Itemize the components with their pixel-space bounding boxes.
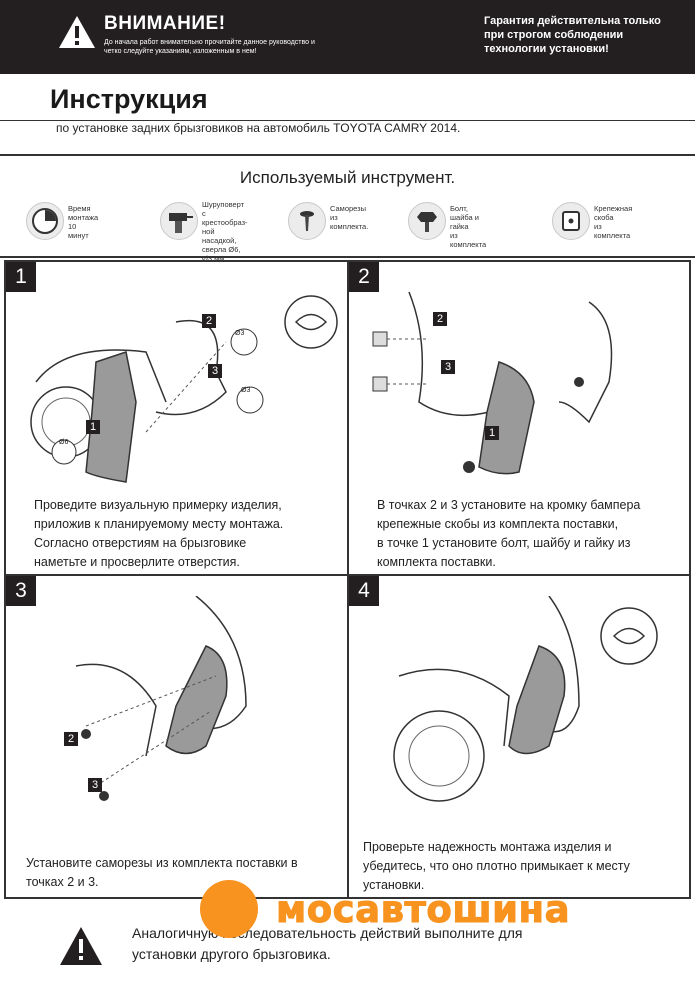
title-divider: [0, 120, 695, 121]
step-panel-4: 4 Проверьте надежность монтажа изделия и…: [347, 574, 691, 899]
bolt-icon: [408, 202, 446, 240]
step-text: В точках 2 и 3 установите на кромку бамп…: [377, 498, 641, 569]
callout-2: 2: [433, 312, 447, 326]
step-number: 4: [349, 576, 379, 606]
callout-3: 3: [441, 360, 455, 374]
guarantee-text: Гарантия действительна только при строго…: [484, 15, 661, 55]
step-text: Установите саморезы из комплекта поставк…: [26, 856, 298, 889]
step-number: 1: [6, 262, 36, 292]
brand-logo: мосавтошина: [275, 888, 571, 932]
section-divider: [0, 256, 695, 258]
bracket-icon: [552, 202, 590, 240]
step-panel-2: 2 2 3 1 В точках 2 и 3 установите на кро…: [347, 260, 691, 576]
tool-label: Саморезы из комплекта.: [330, 204, 369, 231]
diameter-label: Ø3: [241, 387, 251, 394]
footer-note: Аналогичную последовательность действий …: [132, 925, 523, 962]
tool-label: Крепежная скоба из комплекта: [594, 204, 633, 240]
step-3-illustration: [75, 596, 247, 801]
page-subtitle: по установке задних брызговиков на автом…: [56, 121, 461, 135]
step-2-illustration: [372, 291, 613, 475]
step-number: 2: [349, 262, 379, 292]
diameter-label: Ø3: [235, 330, 245, 337]
warning-text: До начала работ внимательно прочитайте д…: [104, 39, 315, 55]
warning-icon: [60, 927, 102, 965]
tool-label: Время монтажа 10 минут: [68, 204, 99, 240]
step-4-illustration: [393, 596, 658, 802]
tools-heading: Используемый инструмент.: [239, 168, 456, 187]
callout-1: 1: [86, 420, 100, 434]
page-title: Инструкция: [50, 84, 208, 114]
drill-icon: [160, 202, 198, 240]
logo-icon: [200, 880, 258, 938]
step-text: Проверьте надежность монтажа изделия и у…: [363, 840, 630, 892]
diameter-label: Ø6: [59, 439, 69, 446]
step-panel-1: 1 2 3 1 Ø3 Ø3 Ø6 Проведите визуальную пр…: [4, 260, 349, 576]
callout-2: 2: [64, 732, 78, 746]
callout-3: 3: [208, 364, 222, 378]
section-divider: [0, 154, 695, 156]
step-number: 3: [6, 576, 36, 606]
step-panel-3: 3 2 3 Установите саморезы из комплекта п…: [4, 574, 349, 899]
callout-1: 1: [485, 426, 499, 440]
callout-3: 3: [88, 778, 102, 792]
screw-icon: [288, 202, 326, 240]
warning-title: ВНИМАНИЕ!: [104, 13, 226, 34]
step-text: Проведите визуальную примерку изделия, п…: [34, 498, 284, 569]
tool-label: Болт, шайба и гайка из комплекта: [450, 204, 487, 249]
warning-icon: [59, 16, 95, 48]
tool-label: Шуруповерт с крестообраз- ной насадкой, …: [202, 200, 248, 263]
step-1-illustration: [30, 295, 338, 483]
warning-header: ВНИМАНИЕ! До начала работ внимательно пр…: [0, 0, 695, 74]
callout-2: 2: [202, 314, 216, 328]
clock-icon: [26, 202, 64, 240]
